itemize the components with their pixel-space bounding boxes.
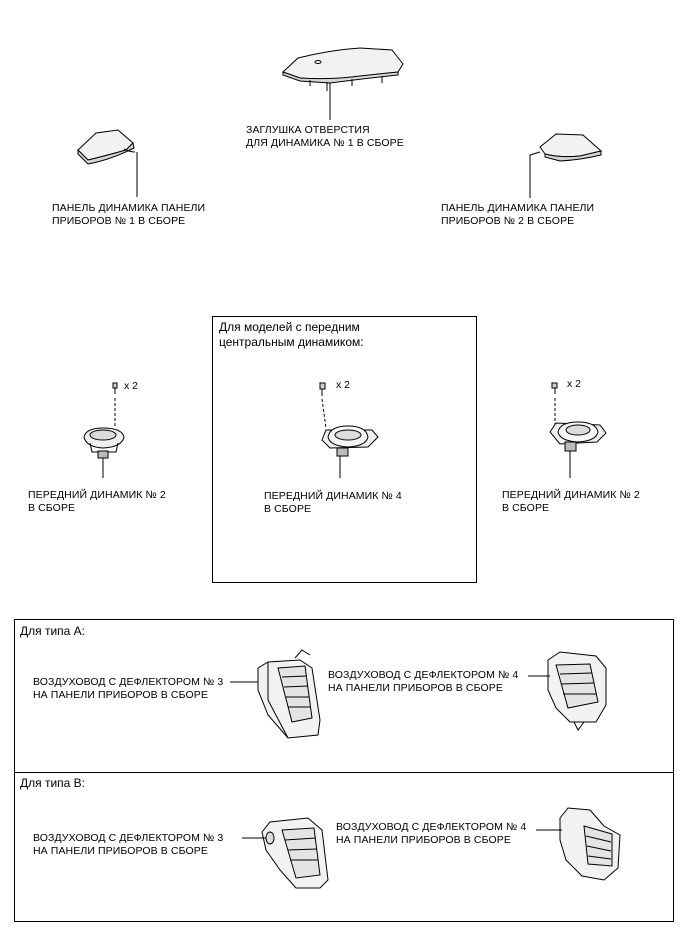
- center-speaker-label: ПЕРЕДНИЙ ДИНАМИК № 4 В СБОРЕ: [264, 490, 402, 516]
- type-b-duct4-line2: НА ПАНЕЛИ ПРИБОРОВ В СБОРЕ: [336, 834, 511, 846]
- panel-no2-label-line1: ПАНЕЛЬ ДИНАМИКА ПАНЕЛИ: [441, 202, 595, 214]
- type-b-duct4-drawing: [536, 807, 621, 881]
- center-speaker-box-title: Для моделей с передним центральным динам…: [219, 320, 364, 350]
- type-b-duct4-line1: ВОЗДУХОВОД С ДЕФЛЕКТОРОМ № 4: [336, 821, 527, 833]
- hole-cover-drawing: [282, 47, 404, 120]
- left-speaker-qty: x 2: [124, 380, 139, 392]
- type-b-duct3-label: ВОЗДУХОВОД С ДЕФЛЕКТОРОМ № 3 НА ПАНЕЛИ П…: [33, 832, 223, 858]
- center-speaker-qty: x 2: [336, 379, 351, 391]
- center-speaker-label-line1: ПЕРЕДНИЙ ДИНАМИК № 4: [264, 490, 402, 502]
- panel-no1-drawing: [77, 129, 138, 197]
- speaker-right-drawing: [549, 382, 607, 478]
- left-speaker-label-line2: В СБОРЕ: [28, 502, 76, 514]
- type-a-duct3-line2: НА ПАНЕЛИ ПРИБОРОВ В СБОРЕ: [33, 689, 208, 701]
- type-a-duct4-drawing: [528, 651, 607, 731]
- type-a-duct4-line2: НА ПАНЕЛИ ПРИБОРОВ В СБОРЕ: [328, 682, 503, 694]
- center-speaker-box: [212, 316, 477, 583]
- type-b-duct3-line2: НА ПАНЕЛИ ПРИБОРОВ В СБОРЕ: [33, 845, 208, 857]
- type-a-duct3-drawing: [230, 649, 321, 739]
- hole-cover-label-line2: ДЛЯ ДИНАМИКА № 1 В СБОРЕ: [246, 137, 404, 149]
- type-b-duct4-label: ВОЗДУХОВОД С ДЕФЛЕКТОРОМ № 4 НА ПАНЕЛИ П…: [336, 821, 526, 847]
- hole-cover-label-line1: ЗАГЛУШКА ОТВЕРСТИЯ: [246, 124, 370, 136]
- type-a-title: Для типа A:: [20, 624, 86, 638]
- type-b-duct3-line1: ВОЗДУХОВОД С ДЕФЛЕКТОРОМ № 3: [33, 832, 224, 844]
- center-box-title-line1: Для моделей с передним: [219, 320, 360, 334]
- center-speaker-label-line2: В СБОРЕ: [264, 503, 312, 515]
- left-speaker-label: ПЕРЕДНИЙ ДИНАМИК № 2 В СБОРЕ: [28, 489, 166, 515]
- right-speaker-label: ПЕРЕДНИЙ ДИНАМИК № 2 В СБОРЕ: [502, 489, 640, 515]
- right-speaker-qty: x 2: [567, 378, 582, 390]
- speaker-left-drawing: [83, 382, 125, 478]
- center-box-title-line2: центральным динамиком:: [219, 335, 364, 349]
- type-a-duct4-label: ВОЗДУХОВОД С ДЕФЛЕКТОРОМ № 4 НА ПАНЕЛИ П…: [328, 669, 518, 695]
- type-a-duct3-label: ВОЗДУХОВОД С ДЕФЛЕКТОРОМ № 3 НА ПАНЕЛИ П…: [33, 676, 223, 702]
- panel-no2-drawing: [529, 133, 603, 198]
- type-b-duct3-drawing: [242, 817, 329, 889]
- left-speaker-label-line1: ПЕРЕДНИЙ ДИНАМИК № 2: [28, 489, 166, 501]
- type-b-title: Для типа B:: [20, 776, 86, 790]
- right-speaker-label-line1: ПЕРЕДНИЙ ДИНАМИК № 2: [502, 489, 640, 501]
- right-speaker-label-line2: В СБОРЕ: [502, 502, 550, 514]
- panel-no1-label: ПАНЕЛЬ ДИНАМИКА ПАНЕЛИ ПРИБОРОВ № 1 В СБ…: [52, 202, 205, 228]
- panel-no1-label-line2: ПРИБОРОВ № 1 В СБОРЕ: [52, 215, 186, 227]
- panel-no2-label: ПАНЕЛЬ ДИНАМИКА ПАНЕЛИ ПРИБОРОВ № 2 В СБ…: [441, 202, 594, 228]
- panel-no1-label-line1: ПАНЕЛЬ ДИНАМИКА ПАНЕЛИ: [52, 202, 206, 214]
- speaker-center-drawing: [319, 382, 379, 478]
- type-b-box: [14, 772, 674, 922]
- hole-cover-label: ЗАГЛУШКА ОТВЕРСТИЯ ДЛЯ ДИНАМИКА № 1 В СБ…: [246, 124, 404, 150]
- type-a-duct4-line1: ВОЗДУХОВОД С ДЕФЛЕКТОРОМ № 4: [328, 669, 519, 681]
- panel-no2-label-line2: ПРИБОРОВ № 2 В СБОРЕ: [441, 215, 575, 227]
- type-a-duct3-line1: ВОЗДУХОВОД С ДЕФЛЕКТОРОМ № 3: [33, 676, 224, 688]
